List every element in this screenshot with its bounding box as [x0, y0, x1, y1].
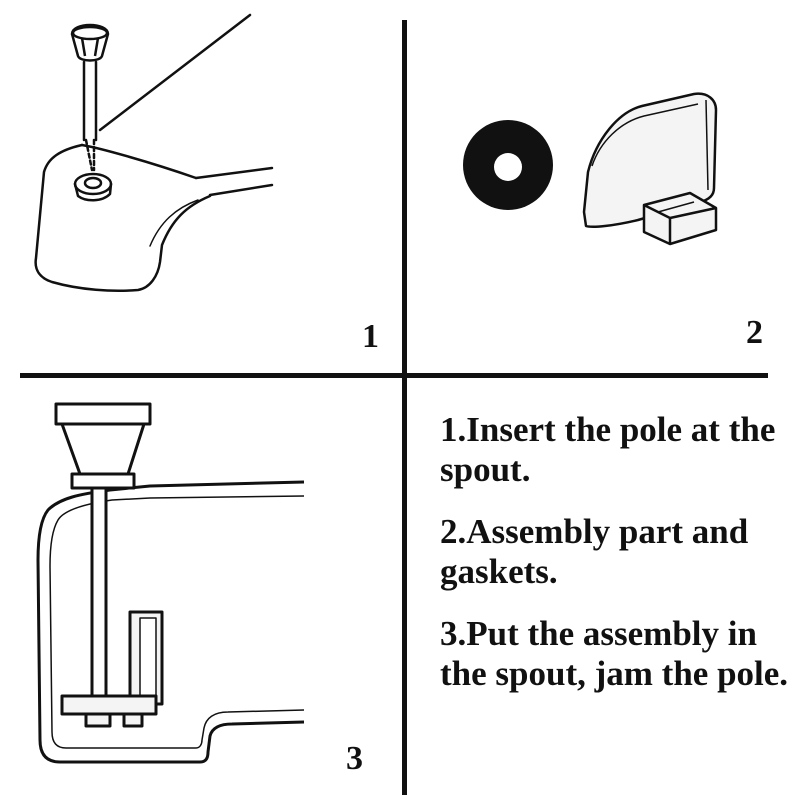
pole-cap: [54, 402, 152, 490]
spout-hole-inner: [83, 176, 103, 190]
cross-section-illustration: [36, 402, 305, 764]
panel-2-parts: 2: [408, 0, 800, 376]
instruction-steps: 1.Insert the pole at the spout. 2.Assemb…: [440, 410, 790, 716]
assembly-part-inside: [60, 610, 164, 728]
pole-knob: [70, 23, 110, 62]
instruction-step-3: 3.Put the assembly in the spout, jam the…: [440, 614, 789, 693]
assembly-part-icon: [582, 92, 718, 246]
instruction-step-1: 1.Insert the pole at the spout.: [440, 410, 776, 489]
pipe-lower-line-a: [194, 166, 274, 180]
panel-3-cross-section: 3: [0, 380, 404, 800]
pipe-upper-line: [98, 13, 252, 132]
gasket-and-part-illustration: [463, 92, 718, 246]
spout-outline: [36, 480, 305, 764]
spout-with-pole-illustration: [34, 13, 274, 292]
panel-number-1: 1: [362, 318, 379, 355]
horizontal-divider: [20, 373, 768, 378]
instruction-step-2: 2.Assembly part and gaskets.: [440, 512, 749, 591]
pole-shaft: [90, 486, 108, 718]
pipe-lower-line-b: [208, 183, 274, 197]
vertical-divider: [402, 20, 407, 795]
panel-1-pole-insertion: 1: [0, 0, 404, 376]
panel-number-2: 2: [746, 314, 763, 351]
panel-number-3: 3: [346, 740, 363, 777]
spout-top: [80, 143, 198, 180]
spout-body: [34, 143, 212, 292]
